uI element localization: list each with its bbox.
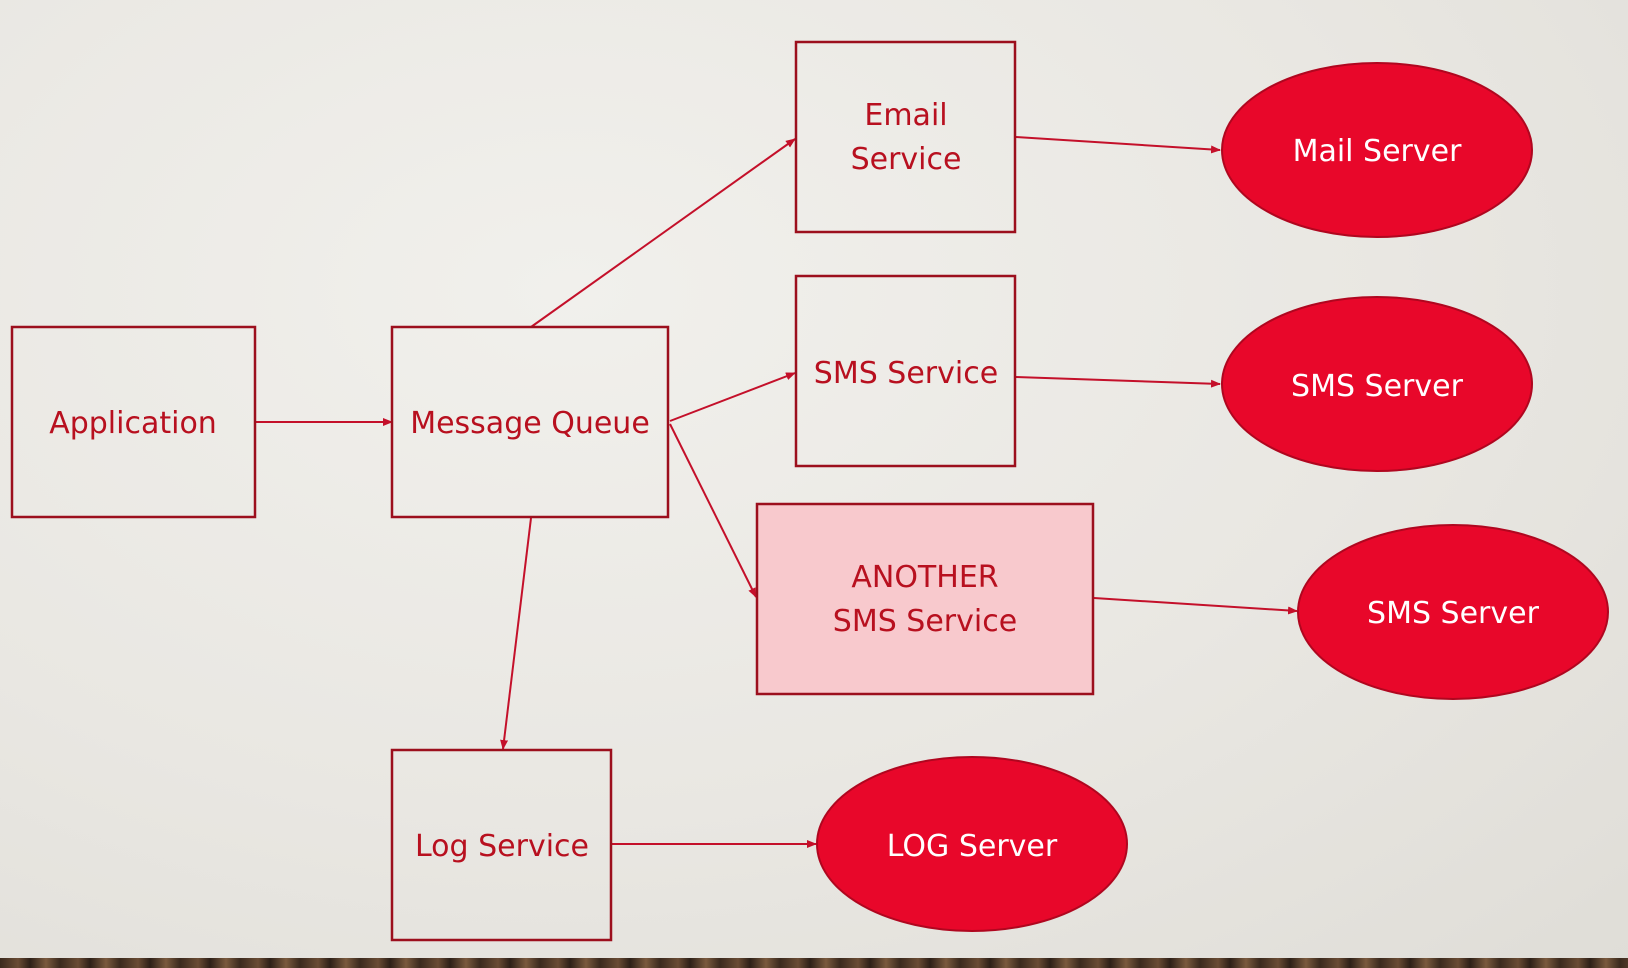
another-sms-service-box[interactable]: ANOTHER SMS Service <box>755 502 1095 696</box>
svg-text:Log Service: Log Service <box>415 829 589 864</box>
application-box[interactable]: Application <box>10 325 257 519</box>
log-service-box[interactable]: Log Service <box>390 748 613 942</box>
mail-server-node[interactable]: Mail Server <box>1221 62 1533 238</box>
sms-server-2-node[interactable]: SMS Server <box>1297 524 1609 700</box>
log-server-node[interactable]: LOG Server <box>816 756 1128 932</box>
svg-text:Service: Service <box>851 142 962 177</box>
svg-text:LOG Server: LOG Server <box>887 829 1058 864</box>
svg-text:ANOTHER: ANOTHER <box>851 560 998 595</box>
edge-email-service-to-mail-server <box>1015 136 1221 154</box>
application-label: Application <box>49 406 217 441</box>
edge-another-sms-service-to-sms-server-2 <box>1093 597 1298 615</box>
sms-server-1-node[interactable]: SMS Server <box>1221 296 1533 472</box>
svg-text:Message Queue: Message Queue <box>410 406 650 441</box>
edges <box>255 136 1298 848</box>
sms-server-1-label: SMS Server <box>1291 369 1464 404</box>
another-sms-service-label-line-2: SMS Service <box>833 604 1017 639</box>
edge-message-queue-to-sms-service <box>669 372 796 422</box>
email-service-box[interactable]: Email Service <box>794 40 1017 234</box>
edge-message-queue-to-log-service <box>500 517 532 750</box>
svg-text:SMS Service: SMS Service <box>814 356 998 391</box>
wood-floor-strip <box>0 958 1628 968</box>
sms-server-2-label: SMS Server <box>1367 596 1540 631</box>
svg-text:Application: Application <box>49 406 217 441</box>
svg-text:SMS Server: SMS Server <box>1291 369 1464 404</box>
message-queue-box[interactable]: Message Queue <box>390 325 670 519</box>
edge-sms-service-to-sms-server-1 <box>1015 376 1221 388</box>
edge-message-queue-to-email-service <box>530 138 796 328</box>
sms-service-box[interactable]: SMS Service <box>794 274 1017 468</box>
log-service-label: Log Service <box>415 829 589 864</box>
svg-text:SMS Server: SMS Server <box>1367 596 1540 631</box>
email-service-label-line-2: Service <box>851 142 962 177</box>
email-service-label-line-1: Email <box>864 98 947 133</box>
mail-server-label: Mail Server <box>1293 134 1463 169</box>
svg-text:Mail Server: Mail Server <box>1293 134 1463 169</box>
another-sms-service-label-line-1: ANOTHER <box>851 560 998 595</box>
svg-text:SMS Service: SMS Service <box>833 604 1017 639</box>
svg-text:Email: Email <box>864 98 947 133</box>
log-server-label: LOG Server <box>887 829 1058 864</box>
edge-message-queue-to-another-sms-service <box>669 423 757 598</box>
sms-service-label: SMS Service <box>814 356 998 391</box>
message-queue-label: Message Queue <box>410 406 650 441</box>
